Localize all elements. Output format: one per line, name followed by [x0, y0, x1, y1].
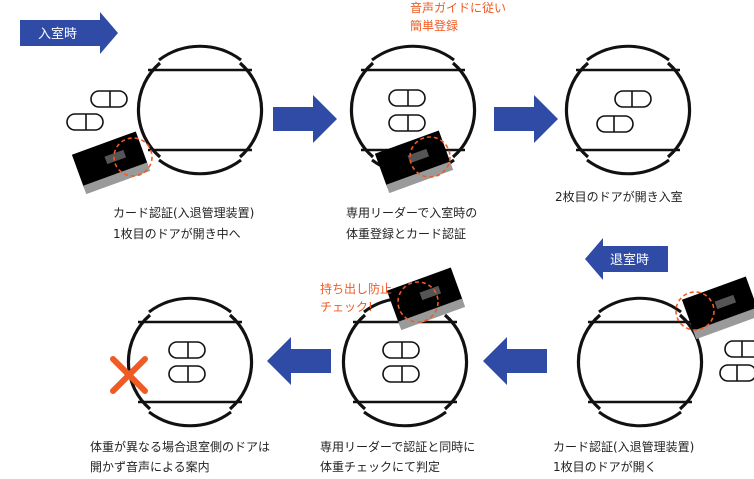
flow-arrow-icon-2 [494, 95, 558, 143]
caption-2-line1: 専用リーダーで入室時の [346, 205, 477, 220]
exit-label-arrow: 退室時 [585, 238, 668, 280]
booth-icon-3 [564, 44, 692, 176]
footprints-icon-1 [66, 90, 128, 131]
cross-icon [110, 356, 148, 394]
booth-icon-1 [136, 44, 264, 176]
footprints-icon-2 [388, 89, 426, 132]
exit-label: 退室時 [610, 252, 649, 268]
footprints-icon-3 [596, 90, 652, 133]
caption-5-line1: 専用リーダーで認証と同時に [320, 439, 475, 454]
caption-2-line2: 体重登録とカード認証 [346, 226, 466, 241]
card-reader-icon-1 [71, 131, 153, 195]
booth-icon-6 [126, 296, 254, 428]
entry-label: 入室時 [38, 26, 77, 42]
caption-4-line2: 1枚目のドアが開く [553, 459, 657, 474]
flow-arrow-icon-4 [267, 337, 331, 385]
caption-1-line1: カード認証(入退管理装置) [113, 205, 254, 220]
caption-3-line1: 2枚目のドアが開き入室 [555, 189, 683, 204]
entry-label-arrow: 入室時 [20, 12, 118, 54]
card-reader-icon-5 [386, 267, 466, 331]
footprints-icon-6 [168, 341, 206, 383]
caption-5-line2: 体重チェックにて判定 [320, 459, 440, 474]
caption-6-line2: 開かず音声による案内 [90, 459, 210, 474]
card-reader-icon-2 [374, 130, 454, 194]
footprints-icon-5 [382, 341, 420, 383]
booth-icon-4 [576, 296, 704, 428]
card-reader-icon-4 [675, 276, 754, 340]
caption-1-line2: 1枚目のドアが開き中へ [113, 226, 241, 241]
caption-6-line1: 体重が異なる場合退室側のドアは [90, 439, 270, 454]
carry-check-line2: チェック! [320, 300, 373, 314]
voice-guide-line1: 音声ガイドに従い [410, 0, 506, 15]
flow-arrow-icon-3 [483, 337, 547, 385]
footprints-icon-4 [719, 340, 754, 382]
carry-check-line1: 持ち出し防止 [320, 281, 392, 296]
flow-arrow-icon-1 [273, 95, 337, 143]
voice-guide-line2: 簡単登録 [410, 18, 458, 33]
caption-4-line1: カード認証(入退管理装置) [553, 439, 694, 454]
